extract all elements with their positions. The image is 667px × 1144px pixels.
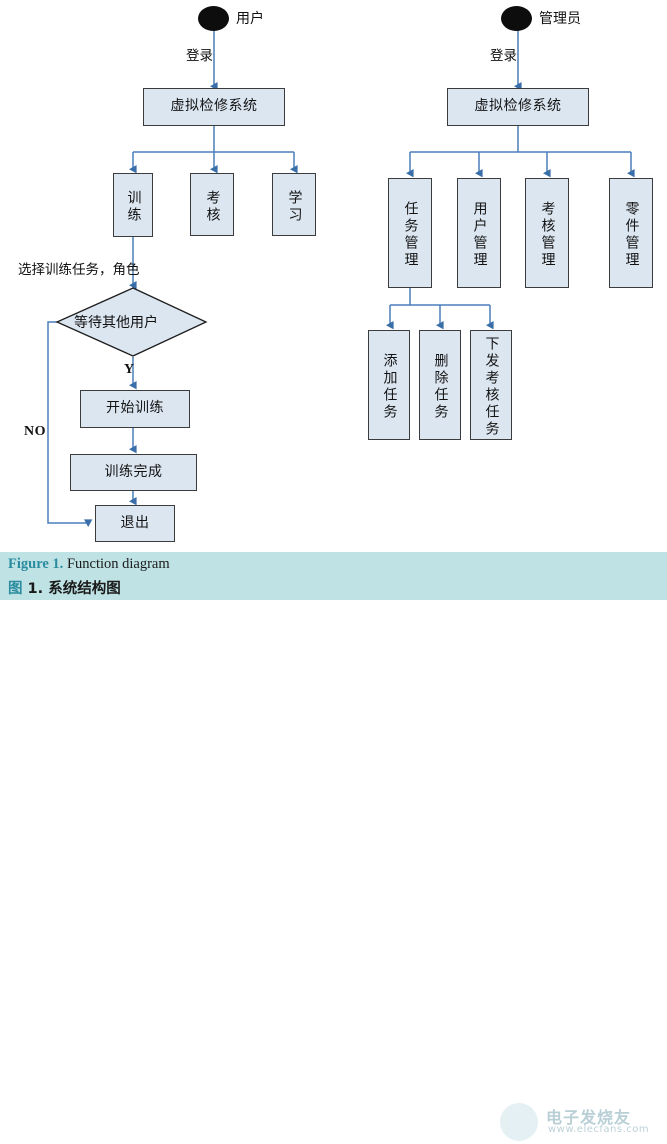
node-user-management[interactable]: 用户管理 [457, 178, 501, 288]
watermark-elecfans: 电子发烧友 www.elecfans.com [492, 1100, 667, 1144]
node-user-study[interactable]: 学习 [272, 173, 316, 236]
actor-admin-label: 管理员 [539, 11, 581, 27]
figure-caption-english: Figure 1. Function diagram [8, 556, 170, 573]
function-diagram: 用户 登录 虚拟检修系统 训练 考核 学习 选择训练任务，角色 等待其他用户 Y… [0, 6, 667, 1141]
watermark-url: www.elecfans.com [548, 1124, 650, 1135]
admin-login-label: 登录 [490, 48, 517, 64]
node-assessment-management[interactable]: 考核管理 [525, 178, 569, 288]
node-user-training[interactable]: 训练 [113, 173, 153, 237]
figure-number-zh: 图 [8, 581, 23, 597]
node-add-task[interactable]: 添加任务 [368, 330, 410, 440]
node-delete-task[interactable]: 删除任务 [419, 330, 461, 440]
decision-label: 等待其他用户 [74, 315, 158, 331]
branch-no-label: NO [24, 424, 46, 439]
figure-number-en: Figure 1. [8, 556, 64, 572]
node-user-assessment[interactable]: 考核 [190, 173, 234, 236]
figure-caption-band: Figure 1. Function diagram 图 1. 系统结构图 电子… [0, 552, 667, 1141]
figure-title-en: Function diagram [63, 556, 170, 572]
actor-user-label: 用户 [236, 11, 264, 27]
actor-user-icon [198, 6, 229, 31]
watermark-brand: 电子发烧友 [546, 1108, 632, 1127]
decision-diamond-wait-other-users [55, 287, 208, 357]
watermark-logo-icon [500, 1103, 538, 1141]
node-admin-system[interactable]: 虚拟检修系统 [447, 88, 589, 126]
node-parts-management[interactable]: 零件管理 [609, 178, 653, 288]
user-login-label: 登录 [186, 48, 213, 64]
node-user-system[interactable]: 虚拟检修系统 [143, 88, 285, 126]
select-training-task-label: 选择训练任务，角色 [18, 262, 140, 278]
branch-yes-label: Y [124, 362, 135, 377]
node-task-management[interactable]: 任务管理 [388, 178, 432, 288]
flow-connectors [47, 30, 635, 528]
figure-title-zh: 1. 系统结构图 [22, 581, 121, 597]
node-dispatch-assessment-task[interactable]: 下发考核任务 [470, 330, 512, 440]
node-start-training[interactable]: 开始训练 [80, 390, 190, 428]
figure-caption-chinese: 图 1. 系统结构图 [8, 577, 121, 598]
node-training-complete[interactable]: 训练完成 [70, 454, 197, 491]
node-exit[interactable]: 退出 [95, 505, 175, 542]
actor-admin-icon [501, 6, 532, 31]
